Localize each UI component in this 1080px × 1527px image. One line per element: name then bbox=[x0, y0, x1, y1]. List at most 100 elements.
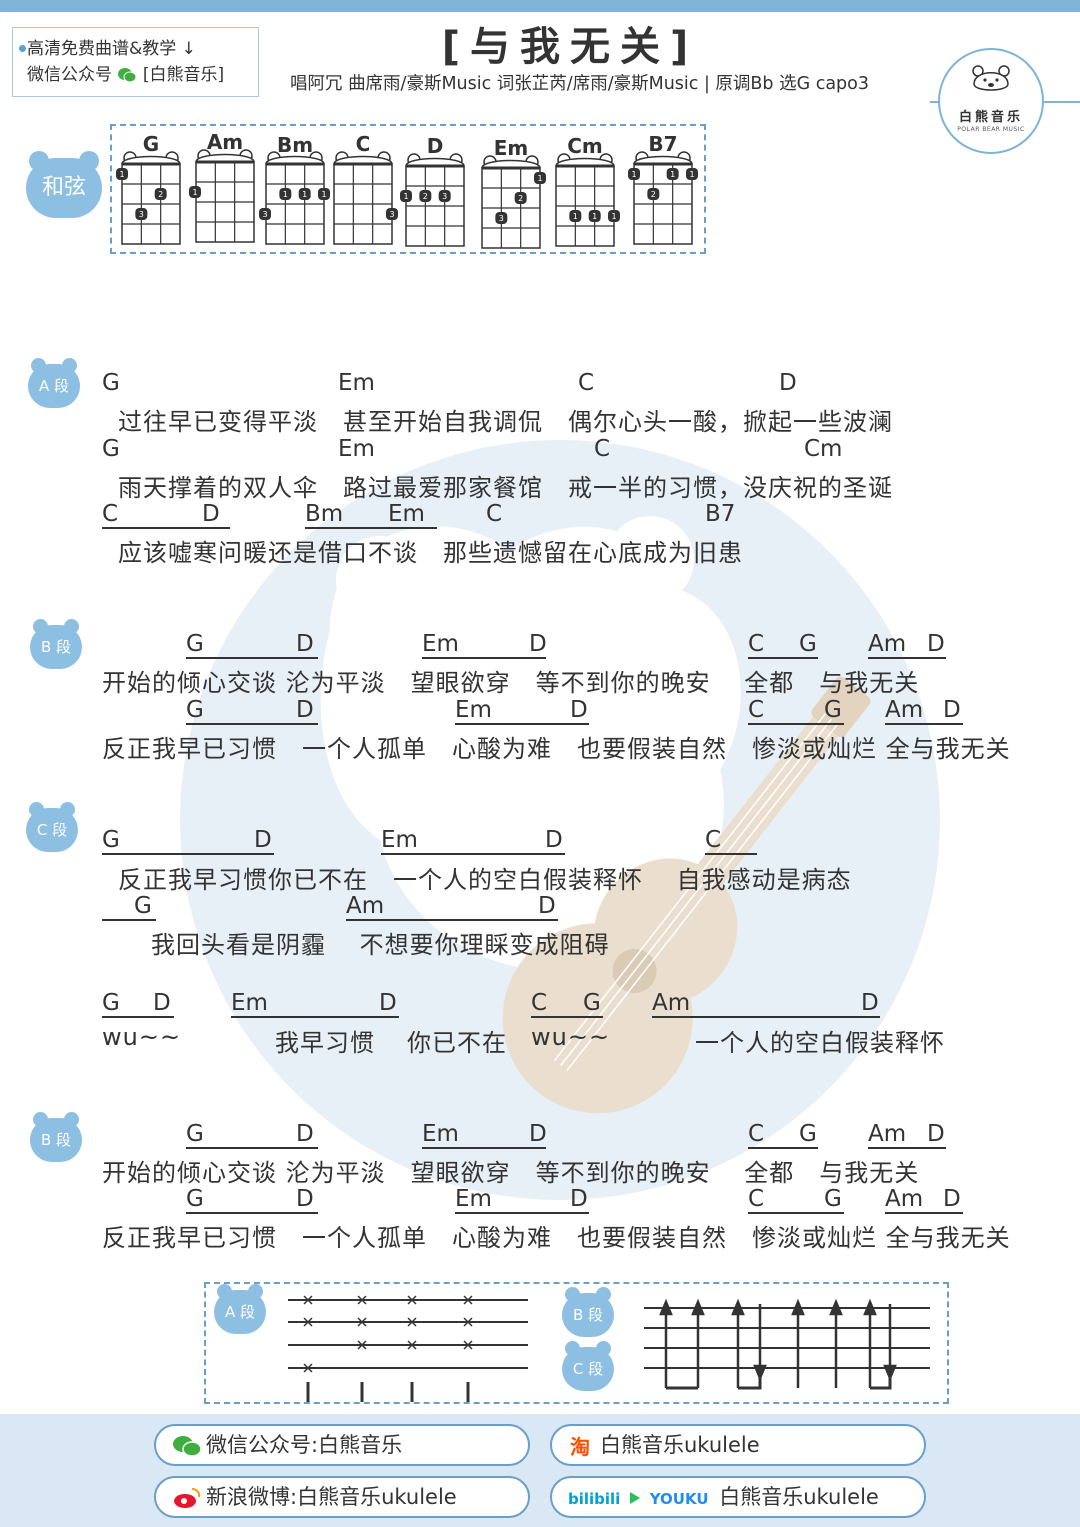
song-title: [与我无关] bbox=[441, 24, 699, 70]
chord-label: G bbox=[102, 370, 120, 396]
chord-diagram-icon: 123 bbox=[116, 151, 181, 245]
chord-label: D bbox=[861, 990, 879, 1016]
strum-pattern-panel bbox=[204, 1282, 949, 1404]
chord-label: G bbox=[799, 631, 817, 657]
chord-label: Cm bbox=[804, 436, 843, 462]
chord-label: D bbox=[153, 990, 171, 1016]
promo-box: 高清免费曲谱&教学 ↓ 微信公众号 [白熊音乐] bbox=[12, 27, 259, 97]
chord-label: G bbox=[186, 697, 204, 723]
chord-label: C bbox=[748, 1186, 765, 1212]
chord-underline bbox=[422, 1147, 546, 1149]
chord-label: C bbox=[102, 501, 119, 527]
chord-label: G bbox=[799, 1121, 817, 1147]
taobao-pill[interactable]: 淘 白熊音乐ukulele bbox=[550, 1424, 926, 1466]
strum-c-badge: C 段 bbox=[562, 1341, 614, 1391]
chord-label: D bbox=[296, 631, 314, 657]
lyric-line: 反正我早已习惯 一个人孤单 心酸为难 也要假装自然 惨淡或灿烂 全与我无关 bbox=[102, 735, 1011, 763]
chord-underline bbox=[346, 919, 558, 921]
chord-name-cm: Cm bbox=[567, 134, 603, 158]
svg-text:2: 2 bbox=[158, 190, 163, 199]
svg-text:1: 1 bbox=[689, 170, 694, 179]
chord-underline bbox=[748, 723, 844, 725]
chord-name-c: C bbox=[355, 132, 371, 156]
chord-name-d: D bbox=[426, 134, 444, 158]
lyric-line: 开始的倾心交谈 沦为平淡 望眼欲穿 等不到你的晚安 全都 与我无关 bbox=[102, 1159, 920, 1187]
chord-underline bbox=[102, 853, 274, 855]
chord-label: Am bbox=[346, 893, 385, 919]
video-pill[interactable]: bilibili YOUKU 白熊音乐ukulele bbox=[550, 1476, 926, 1518]
chord-underline bbox=[102, 527, 230, 529]
chord-label: Em bbox=[455, 697, 492, 723]
song-credits: 唱阿冗 曲席雨/豪斯Music 词张芷芮/席雨/豪斯Music | 原调Bb 选… bbox=[290, 74, 870, 94]
svg-text:3: 3 bbox=[262, 210, 267, 219]
svg-text:1: 1 bbox=[403, 192, 408, 201]
bear-face-icon bbox=[972, 65, 1010, 91]
chord-underline bbox=[422, 657, 546, 659]
strum-a-label: A 段 bbox=[224, 1303, 256, 1321]
chord-underline bbox=[885, 723, 963, 725]
wechat-pill[interactable]: 微信公众号:白熊音乐 bbox=[154, 1424, 530, 1466]
logo-subtitle: POLAR BEAR MUSIC bbox=[957, 126, 1025, 133]
chord-underline bbox=[186, 1147, 318, 1149]
chord-label: D bbox=[296, 1121, 314, 1147]
chord-label: G bbox=[186, 1121, 204, 1147]
chord-name-g: G bbox=[142, 132, 160, 156]
chord-underline bbox=[705, 853, 757, 855]
svg-text:淘: 淘 bbox=[570, 1435, 590, 1458]
chord-underline bbox=[102, 919, 156, 921]
chord-label: Bm bbox=[305, 501, 344, 527]
chord-label: Am bbox=[868, 1121, 907, 1147]
chord-diagram-icon: 3 bbox=[333, 151, 398, 245]
chord-label: Am bbox=[652, 990, 691, 1016]
chord-label: C bbox=[486, 501, 503, 527]
chord-label: C bbox=[748, 631, 765, 657]
svg-text:1: 1 bbox=[302, 190, 307, 199]
section-b-label: B 段 bbox=[40, 638, 72, 656]
top-accent-bar bbox=[0, 0, 1080, 12]
svg-text:1: 1 bbox=[592, 212, 597, 221]
svg-text:2: 2 bbox=[651, 190, 656, 199]
chord-underline bbox=[102, 1016, 174, 1018]
chord-label: G bbox=[186, 631, 204, 657]
chord-label: C bbox=[748, 697, 765, 723]
lyric-fragment: 你已不在 bbox=[407, 1029, 507, 1057]
chord-label: G bbox=[134, 893, 152, 919]
bilibili-icon: bilibili bbox=[568, 1490, 621, 1508]
svg-text:2: 2 bbox=[423, 192, 428, 201]
chord-label: D bbox=[254, 827, 272, 853]
chords-badge-label: 和弦 bbox=[41, 175, 86, 200]
svg-text:1: 1 bbox=[670, 170, 675, 179]
weibo-icon bbox=[174, 1488, 201, 1508]
chord-underline bbox=[186, 1212, 318, 1214]
chord-label: D bbox=[779, 370, 797, 396]
chord-label: G bbox=[186, 1186, 204, 1212]
strum-a-badge: A 段 bbox=[214, 1284, 266, 1334]
chord-label: Em bbox=[231, 990, 268, 1016]
chord-label: Am bbox=[885, 1186, 924, 1212]
section-b-repeat-label: B 段 bbox=[40, 1131, 72, 1149]
chord-label: D bbox=[545, 827, 563, 853]
polar-bear-logo: 白熊音乐 POLAR BEAR MUSIC bbox=[938, 48, 1044, 154]
chord-label: G bbox=[102, 990, 120, 1016]
chord-label: C bbox=[748, 1121, 765, 1147]
chord-underline bbox=[381, 853, 565, 855]
bullet-dot-icon bbox=[19, 45, 26, 52]
lyric-line: 开始的倾心交谈 沦为平淡 望眼欲穿 等不到你的晚安 全都 与我无关 bbox=[102, 669, 920, 697]
video-text: 白熊音乐ukulele bbox=[719, 1485, 879, 1509]
chord-label: Em bbox=[388, 501, 425, 527]
chord-label: G bbox=[824, 697, 842, 723]
lyric-fragment: 我早习惯 bbox=[275, 1029, 375, 1057]
chord-label: Em bbox=[422, 1121, 459, 1147]
chord-diagram-panel bbox=[110, 124, 706, 254]
svg-text:3: 3 bbox=[499, 214, 504, 223]
weibo-pill[interactable]: 新浪微博:白熊音乐ukulele bbox=[154, 1476, 530, 1518]
chord-label: D bbox=[296, 697, 314, 723]
section-a-badge: A 段 bbox=[28, 358, 80, 408]
chord-label: G bbox=[102, 827, 120, 853]
lyric-line: 我回头看是阴霾 不想要你理睬变成阻碍 bbox=[151, 931, 610, 959]
lyric-line: 雨天撑着的双人伞 路过最爱那家餐馆 戒一半的习惯，没庆祝的圣诞 bbox=[118, 474, 893, 502]
taobao-text: 白熊音乐ukulele bbox=[600, 1433, 760, 1457]
chord-underline bbox=[885, 1212, 963, 1214]
chord-underline bbox=[868, 1147, 946, 1149]
